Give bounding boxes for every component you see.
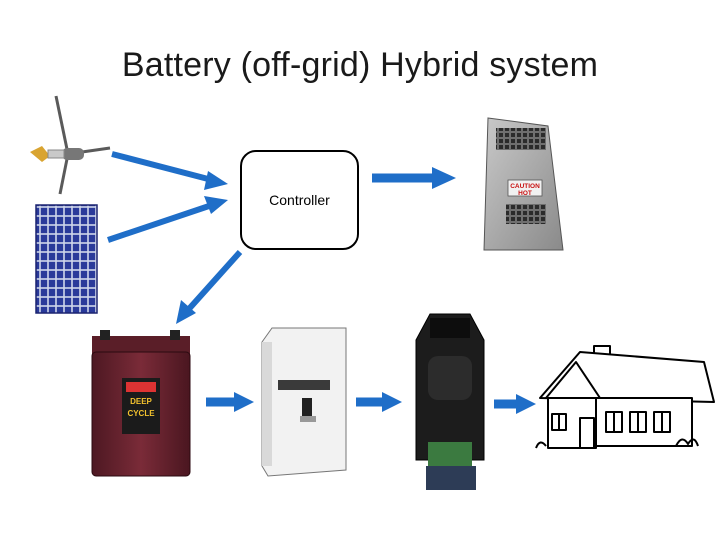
controller-box: Controller [240,150,359,250]
inverter-icon [415,313,485,490]
wind-turbine-icon [30,95,111,195]
dump-load-heater-icon: CAUTION HOT [483,117,564,251]
arrow-inverter-to-house [494,394,536,414]
house-icon [535,345,715,449]
arrow-controller-to-battery [176,249,243,324]
battery-label-line2: CYCLE [127,409,155,418]
caution-sticker-line1: CAUTION [510,183,540,190]
solar-panel-icon [35,204,98,314]
arrow-disconnect-to-inverter [356,392,402,412]
slide-title: Battery (off-grid) Hybrid system [121,46,599,84]
arrow-controller-to-dump-load [372,167,456,189]
arrow-solar-to-controller [107,196,228,243]
controller-label: Controller [269,192,330,208]
caution-sticker-line2: HOT [518,190,532,197]
arrow-battery-to-disconnect [206,392,254,412]
arrow-turbine-to-controller [111,151,228,190]
disconnect-box-icon [261,327,347,477]
battery-icon: DEEP CYCLE [91,330,191,477]
battery-label-line1: DEEP [130,397,152,406]
